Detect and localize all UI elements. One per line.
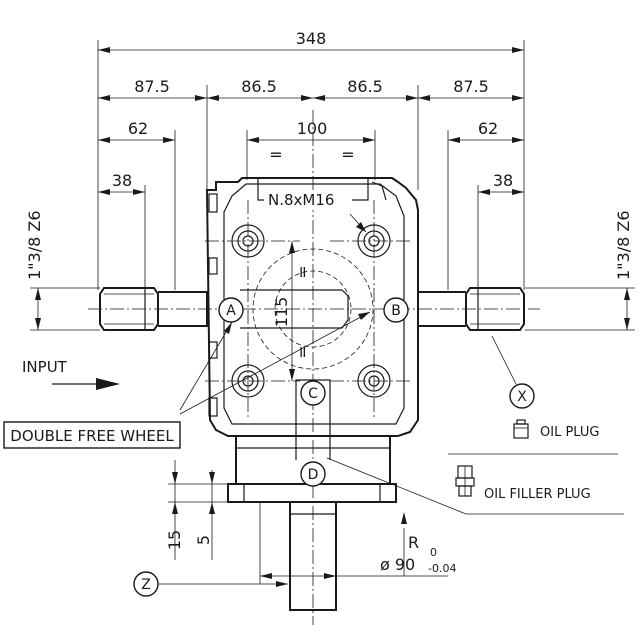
- dim-tolerance-upper: 0: [430, 546, 437, 559]
- flange-dimension-lines: [168, 460, 228, 560]
- dim-62-left: 62: [128, 119, 148, 138]
- equal-mark-right: =: [341, 145, 354, 164]
- oil-filler-plug-leader: [326, 457, 624, 515]
- spline-spec-right: 1"3/8 Z6: [614, 210, 633, 280]
- circle-marker-c: C: [300, 380, 326, 406]
- oil-filler-plug-icon: [455, 465, 475, 497]
- svg-text:X: X: [517, 389, 527, 405]
- circle-marker-a: A: [218, 297, 244, 323]
- spline-spec-left: 1"3/8 Z6: [25, 210, 44, 280]
- circle-marker-b: B: [383, 297, 409, 323]
- svg-text:Z: Z: [141, 577, 151, 593]
- equal-mark-left: =: [269, 145, 282, 164]
- spline-dimension-lines: [30, 287, 635, 331]
- dim-87-5-left: 87.5: [134, 77, 170, 96]
- equal-mark-vertical-bottom: =: [293, 345, 312, 358]
- circle-marker-x: X: [491, 335, 535, 409]
- oil-filler-plug-label: OIL FILLER PLUG: [484, 487, 591, 502]
- dim-87-5-right: 87.5: [453, 77, 489, 96]
- svg-text:B: B: [391, 303, 401, 319]
- circle-marker-d: D: [300, 461, 326, 487]
- svg-text:C: C: [308, 386, 318, 402]
- center-lines: [88, 110, 540, 625]
- bolt-note-box: [264, 190, 352, 210]
- oil-plug-icon: [513, 419, 529, 439]
- left-input-shaft: [99, 287, 208, 331]
- dim-86-5-left: 86.5: [241, 77, 277, 96]
- dim-tolerance-lower: -0.04: [428, 562, 456, 575]
- oil-plug-label: OIL PLUG: [540, 425, 599, 440]
- bolt-note: N.8xM16: [268, 191, 334, 209]
- dim-86-5-right: 86.5: [347, 77, 383, 96]
- input-label: INPUT: [22, 358, 68, 376]
- dim-5: 5: [194, 535, 213, 545]
- svg-text:A: A: [226, 303, 236, 319]
- diameter-dimension-lines: [259, 502, 448, 584]
- dim-radius: R: [408, 533, 419, 552]
- input-arrow-icon: [52, 378, 120, 390]
- dimension-115: [289, 241, 295, 381]
- bolt-note-leader: [349, 213, 367, 233]
- double-free-wheel-leaders: [179, 311, 371, 415]
- mounting-bolts: [231, 224, 391, 398]
- dim-15: 15: [165, 530, 184, 550]
- dim-100: 100: [297, 119, 328, 138]
- dimension-lines-top: [97, 40, 525, 290]
- right-input-shaft: [417, 287, 525, 331]
- dim-62-right: 62: [478, 119, 498, 138]
- dim-38-left: 38: [112, 171, 132, 190]
- double-free-wheel-label: DOUBLE FREE WHEEL: [10, 427, 174, 445]
- svg-text:D: D: [308, 467, 319, 483]
- dim-38-right: 38: [493, 171, 513, 190]
- circle-marker-z: Z: [133, 571, 288, 597]
- dim-348: 348: [296, 29, 327, 48]
- double-free-wheel-box: [3, 421, 181, 449]
- equal-mark-vertical-top: =: [293, 265, 312, 278]
- dim-115: 115: [272, 297, 291, 328]
- dim-diameter: ø 90: [380, 555, 415, 574]
